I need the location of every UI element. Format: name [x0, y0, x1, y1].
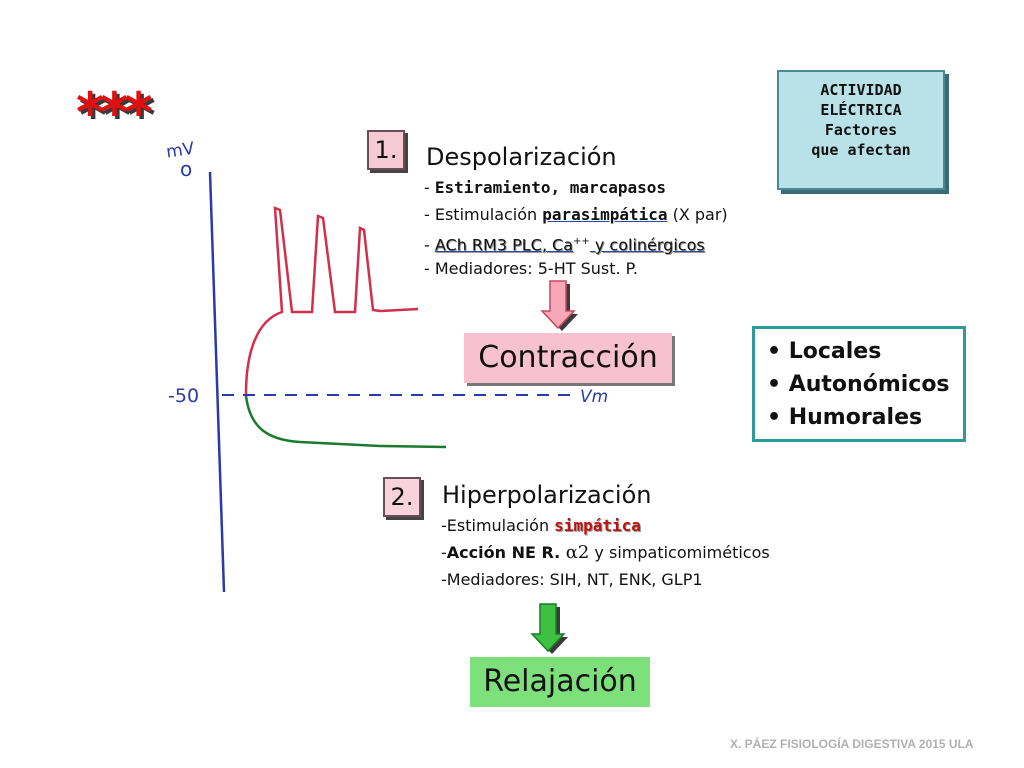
- vm-label: Vm: [580, 387, 608, 407]
- activity-box-line1: ACTIVIDAD: [820, 81, 902, 99]
- arrow-down-pink-icon: [540, 280, 578, 331]
- tick-zero-label: o: [180, 157, 192, 181]
- depolarization-title: Despolarización: [426, 143, 617, 171]
- relaxation-result-box: Relajación: [470, 657, 650, 707]
- importance-stars: ***: [76, 81, 153, 144]
- factor-item: • Humorales: [767, 405, 923, 430]
- section-number-2: 2.: [383, 477, 421, 517]
- section-number-1: 1.: [367, 130, 405, 170]
- hyperpolarization-title: Hiperpolarización: [442, 481, 652, 509]
- activity-box-line2: ELÉCTRICA: [820, 101, 902, 119]
- depolarization-curve: [244, 206, 419, 395]
- factor-item: • Autonómicos: [767, 372, 950, 397]
- depolarization-item-4: - Mediadores: 5-HT Sust. P.: [424, 259, 638, 278]
- tick-minus50-label: -50: [168, 385, 199, 407]
- factors-box: • Locales • Autonómicos • Humorales: [752, 326, 966, 442]
- electrical-activity-box: ACTIVIDAD ELÉCTRICA Factores que afectan: [777, 70, 945, 190]
- hyperpolarization-item-1: -Estimulación simpática: [441, 516, 641, 535]
- contraction-result-box: Contracción: [464, 333, 672, 383]
- factor-item: • Locales: [767, 339, 882, 364]
- depolarization-item-3: - ACh RM3 PLC, Ca++ y colinérgicos: [424, 235, 705, 255]
- y-unit-label: mV: [165, 139, 196, 163]
- footer-credit: X. PÁEZ FISIOLOGÍA DIGESTIVA 2015 ULA: [730, 737, 974, 751]
- hyperpolarization-curve: [244, 395, 447, 449]
- activity-box-line4: que afectan: [811, 141, 911, 159]
- hyperpolarization-item-3: -Mediadores: SIH, NT, ENK, GLP1: [441, 570, 703, 589]
- depolarization-item-1: - Estiramiento, marcapasos: [424, 178, 667, 197]
- depolarization-item-2: - Estimulación parasimpática (X par): [424, 205, 728, 224]
- activity-box-line3: Factores: [824, 121, 898, 139]
- arrow-down-green-icon: [530, 603, 568, 654]
- hyperpolarization-item-2: -Acción NE R. α2 y simpaticomiméticos: [441, 542, 770, 563]
- y-axis: [208, 171, 226, 593]
